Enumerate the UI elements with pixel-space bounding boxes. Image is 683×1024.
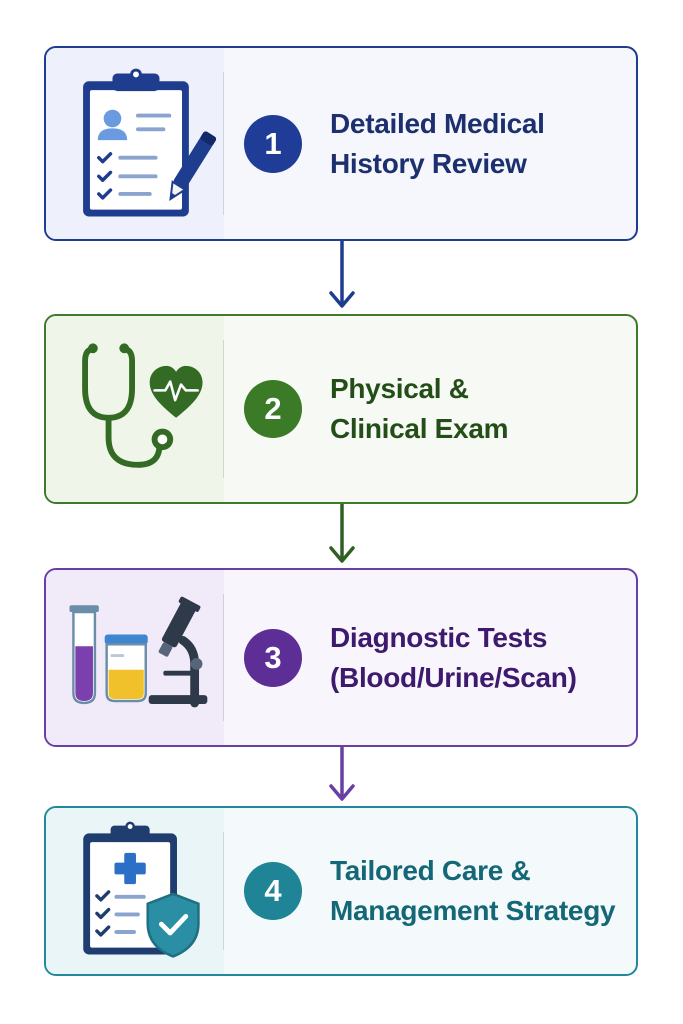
step-4-icon-panel	[46, 808, 224, 974]
stethoscope-heartbeat-icon	[82, 343, 203, 468]
arrow-2-to-3-icon	[329, 504, 355, 563]
step-1-title: Detailed Medical History Review	[330, 107, 545, 179]
step-1-icon-panel	[46, 48, 224, 239]
step-1-card: 1 Detailed Medical History Review	[44, 46, 638, 241]
arrow-1-to-2-icon	[329, 241, 355, 308]
step-4-title: Tailored Care & Management Strategy	[330, 855, 616, 926]
step-3-number-badge: 3	[244, 628, 302, 687]
step-2-icon-panel	[46, 316, 224, 502]
step-2-card: 2 Physical & Clinical Exam	[44, 314, 638, 504]
step-1-number-badge: 1	[244, 114, 302, 173]
step-3-title: Diagnostic Tests (Blood/Urine/Scan)	[330, 621, 577, 693]
arrow-3-to-4-icon	[329, 747, 355, 801]
clipboard-pen-icon	[83, 68, 217, 217]
test-tubes-microscope-icon	[69, 596, 208, 708]
step-3-card: 3 Diagnostic Tests (Blood/Urine/Scan)	[44, 568, 638, 747]
step-4-card: 4 Tailored Care & Management Strategy	[44, 806, 638, 976]
step-2-number-badge: 2	[244, 380, 302, 438]
step-3-icon-panel	[46, 570, 224, 745]
clipboard-shield-check-icon	[83, 821, 200, 958]
step-4-number-badge: 4	[244, 862, 302, 920]
step-2-title: Physical & Clinical Exam	[330, 373, 509, 444]
